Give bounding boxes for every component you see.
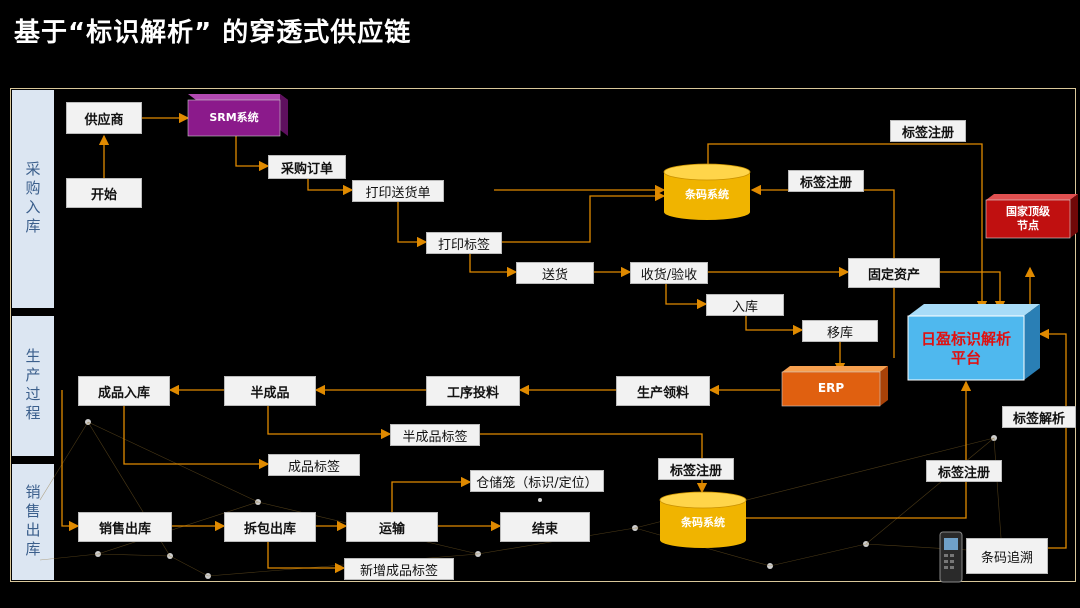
node-supplier: 供应商 (66, 102, 142, 134)
node-semi-finished: 半成品 (224, 376, 316, 406)
node-label-register-top: 标签注册 (890, 120, 966, 142)
node-process-feed: 工序投料 (426, 376, 520, 406)
node-deliver: 送货 (516, 262, 594, 284)
node-finished-label: 成品标签 (268, 454, 360, 476)
node-label-parse: 标签解析 (1002, 406, 1076, 428)
page-title: 基于“标识解析” 的穿透式供应链 (14, 18, 412, 48)
platform-cube-shape (907, 304, 1040, 381)
node-label-register-right: 标签注册 (926, 460, 1002, 482)
node-print-label: 打印标签 (426, 232, 502, 254)
national-node-cube-shape (985, 194, 1078, 239)
node-sales-out: 销售出库 (78, 512, 172, 542)
node-erp: ERP (817, 381, 845, 395)
node-start: 开始 (66, 178, 142, 208)
node-fixed-assets: 固定资产 (848, 258, 940, 288)
node-storage-cage: 仓储笼（标识/定位） (470, 470, 604, 492)
node-purchase-order: 采购订单 (268, 155, 346, 179)
node-semi-label: 半成品标签 (390, 424, 480, 446)
network-background (85, 419, 1005, 579)
node-barcode-trace: 条码追溯 (966, 538, 1048, 574)
srm-cube-shape (187, 94, 288, 137)
node-barcode-system-top: 条码系统 (685, 188, 729, 201)
diagram-frame (10, 88, 1076, 582)
node-label-register-low: 标签注册 (658, 458, 734, 480)
node-unpack-out: 拆包出库 (224, 512, 316, 542)
node-barcode-system-bottom: 条码系统 (681, 516, 725, 529)
node-receive: 收货/验收 (630, 262, 708, 284)
barcode-scanner-icon (939, 531, 963, 583)
node-finished-in: 成品入库 (78, 376, 170, 406)
node-label-register-mid: 标签注册 (788, 170, 864, 192)
lane-production: 生产过程 (12, 316, 54, 456)
node-transport: 运输 (346, 512, 438, 542)
barcode-db-top-shape (663, 163, 751, 220)
node-print-delivery: 打印送货单 (352, 180, 444, 202)
barcode-db-bottom-shape (659, 491, 747, 548)
lane-procurement: 采购入库 (12, 90, 54, 308)
node-transfer: 移库 (802, 320, 878, 342)
erp-cube-shape (781, 366, 888, 407)
node-new-finished-label: 新增成品标签 (344, 558, 454, 580)
node-national-top-node: 国家顶级 节点 (1006, 205, 1050, 232)
node-riying-platform: 日盈标识解析 平台 (920, 330, 1011, 367)
node-production-pick: 生产领料 (616, 376, 710, 406)
node-end: 结束 (500, 512, 590, 542)
node-srm: SRM系统 (209, 111, 259, 124)
node-warehouse-in: 入库 (706, 294, 784, 316)
lane-sales: 销售出库 (12, 464, 54, 580)
